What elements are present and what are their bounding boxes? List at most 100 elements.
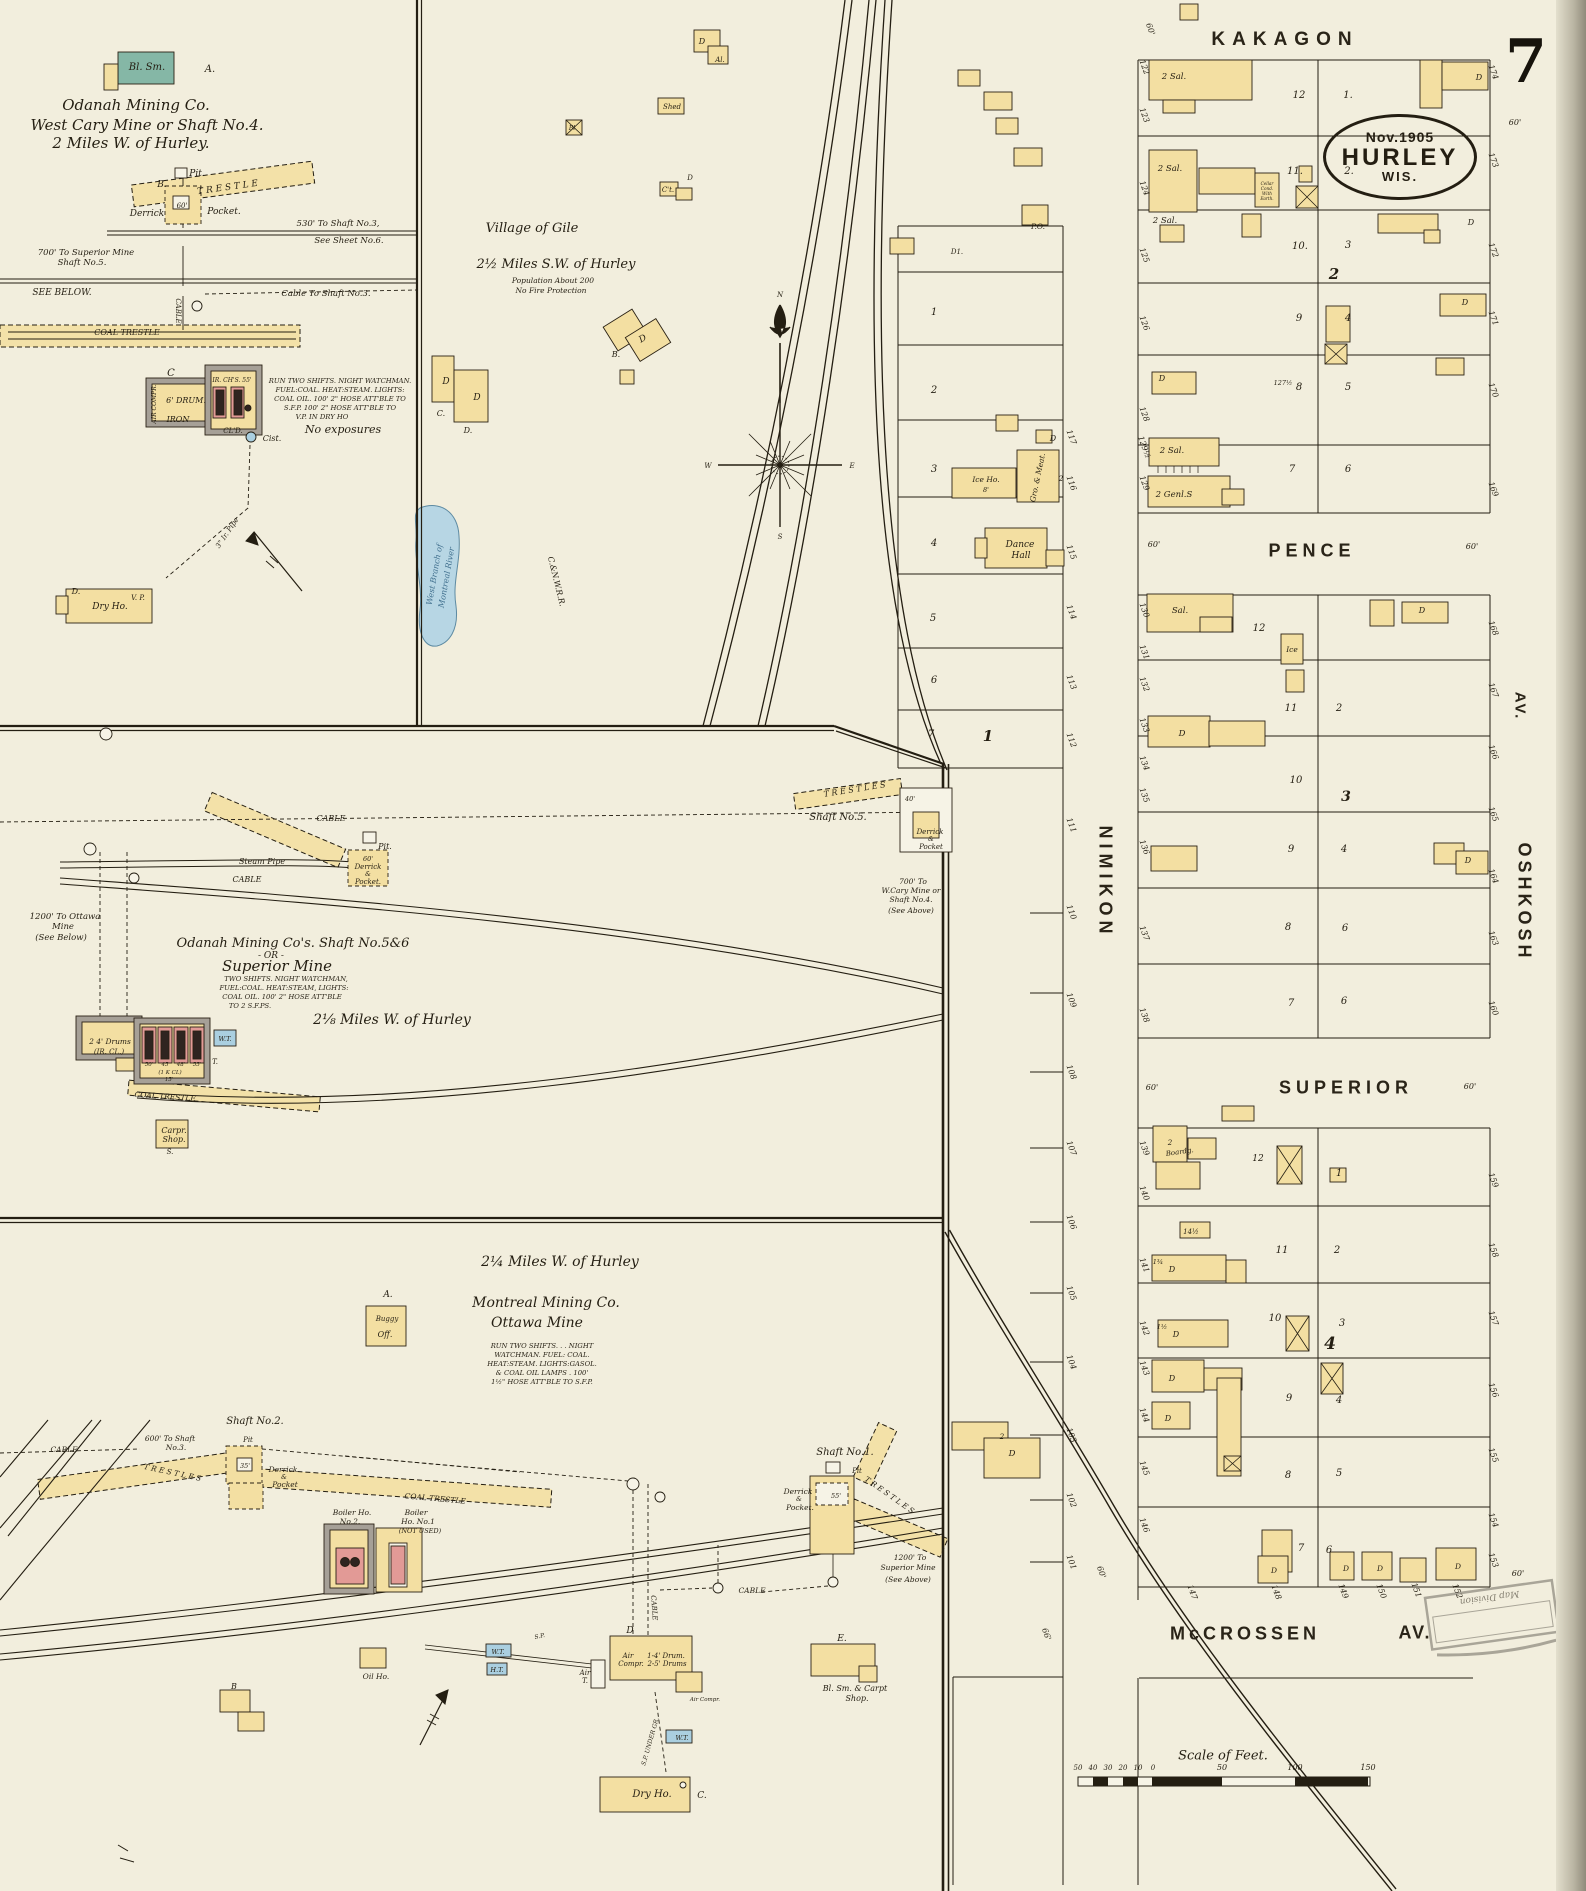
map-label: & (928, 835, 934, 843)
map-label: D (1178, 729, 1186, 739)
railroad-or-cable-line (702, 0, 846, 727)
map-label: 2 (1333, 1245, 1340, 1256)
library-stamp: Map Division (1423, 1578, 1561, 1657)
map-label: Village of Gile (486, 221, 579, 236)
building (1021, 204, 1049, 226)
building (486, 1662, 508, 1676)
building (951, 467, 1017, 499)
scan-edge-shadow (1556, 0, 1586, 1891)
map-label: 10 (1269, 1313, 1282, 1324)
map-label: B. (611, 350, 620, 359)
map-label: CABLE (233, 875, 262, 884)
map-label: 10 (1290, 775, 1303, 786)
map-label: S.P. UNDER GR. (640, 1717, 660, 1767)
building (957, 69, 981, 87)
map-circle (244, 404, 252, 412)
map-label: 60' (1146, 1083, 1158, 1092)
map-label: 3 (1339, 1318, 1345, 1329)
map-label: D (1168, 1374, 1176, 1383)
map-label: 14½ (1183, 1228, 1199, 1236)
railroad-or-cable-line (7, 1419, 102, 1537)
map-label: 50 (1074, 1764, 1083, 1772)
map-label: 136 (1138, 838, 1152, 855)
railroad-or-cable-line (0, 1533, 944, 1661)
map-label: 700' To (899, 877, 927, 886)
map-label: 150 (1360, 1763, 1375, 1772)
railroad-or-cable-line (245, 531, 259, 546)
map-label: 117 (1065, 428, 1079, 446)
building (1151, 1359, 1205, 1393)
railroad-or-cable-line (0, 1565, 29, 1601)
map-label: (See Above) (888, 906, 934, 915)
building (1329, 1551, 1355, 1581)
map-label: 159 (1487, 1171, 1501, 1188)
map-label: SEE BELOW. (32, 288, 91, 298)
map-label: 173 (1487, 151, 1501, 168)
building (675, 1671, 703, 1693)
map-label: 6 (1345, 464, 1352, 475)
street-label-oshkosh-av: AV. (1511, 691, 1529, 721)
map-label: Air (579, 1669, 591, 1677)
street-label-superior: SUPERIOR (1278, 1077, 1414, 1098)
map-label: 131 (1138, 643, 1152, 660)
map-label: D (625, 1626, 633, 1636)
building (176, 1030, 186, 1060)
building-x-mark (1285, 1315, 1310, 1352)
building (889, 237, 915, 255)
title-date: Nov.1905 (1365, 129, 1435, 146)
railroad-or-cable-line (757, 0, 870, 727)
map-label: 172 (1487, 241, 1501, 258)
building (1298, 165, 1313, 183)
railroad-or-cable-line (117, 1844, 129, 1852)
map-label: 10 (1134, 1764, 1143, 1772)
map-label: 60' (1466, 542, 1478, 551)
railroad-or-cable-line (873, 0, 942, 765)
building (1187, 1137, 1217, 1160)
map-label: 48' (176, 1062, 186, 1068)
map-label: Pit. (188, 169, 205, 179)
street-label-mccrossen: McCROSSEN (1169, 1623, 1321, 1644)
map-label: 11 (1276, 1245, 1289, 1256)
library-stamp-mark (1436, 1638, 1557, 1657)
building (1179, 1221, 1211, 1239)
map-label: (See Above) (885, 1575, 931, 1584)
map-label: 3 (1345, 240, 1351, 251)
map-label: 141 (1138, 1256, 1152, 1273)
map-label: & (796, 1495, 802, 1503)
map-label: Pit. (377, 842, 392, 851)
map-label: 40' (904, 795, 915, 803)
map-label: 144 (1138, 1406, 1152, 1423)
map-label: 166 (1487, 743, 1501, 760)
map-label: No.2. (339, 1517, 361, 1526)
map-circle (128, 872, 140, 884)
building (335, 1547, 365, 1585)
map-circle (626, 1477, 640, 1491)
building (1150, 845, 1198, 872)
building (1155, 1161, 1201, 1190)
building (453, 369, 489, 423)
map-label: Shed (663, 103, 681, 111)
map-circle (83, 842, 97, 856)
railroad-or-cable-line (59, 883, 944, 995)
scale-bar-segment (1295, 1777, 1368, 1786)
building (1147, 715, 1211, 748)
map-label: Shaft No.2. (226, 1416, 283, 1427)
compass-ray (748, 433, 781, 466)
map-label: 127½ (1274, 379, 1293, 387)
map-label: W.Cary Mine or (881, 886, 940, 895)
building-x-mark (1324, 343, 1348, 365)
building (707, 45, 729, 65)
map-label: (See Below) (35, 932, 87, 943)
building-x-mark (1320, 1362, 1344, 1395)
map-label: D (441, 377, 449, 387)
map-label: D (1168, 1265, 1176, 1274)
building (174, 167, 188, 179)
map-label: CABLE (649, 1595, 659, 1621)
map-label: 60' (1509, 118, 1521, 127)
building (160, 1030, 170, 1060)
building (995, 117, 1019, 135)
railroad-or-cable-line (59, 859, 353, 863)
map-label: C. (437, 409, 445, 418)
map-label: 158 (1487, 1241, 1501, 1258)
map-label: Odanah Mining Co. (62, 96, 210, 114)
